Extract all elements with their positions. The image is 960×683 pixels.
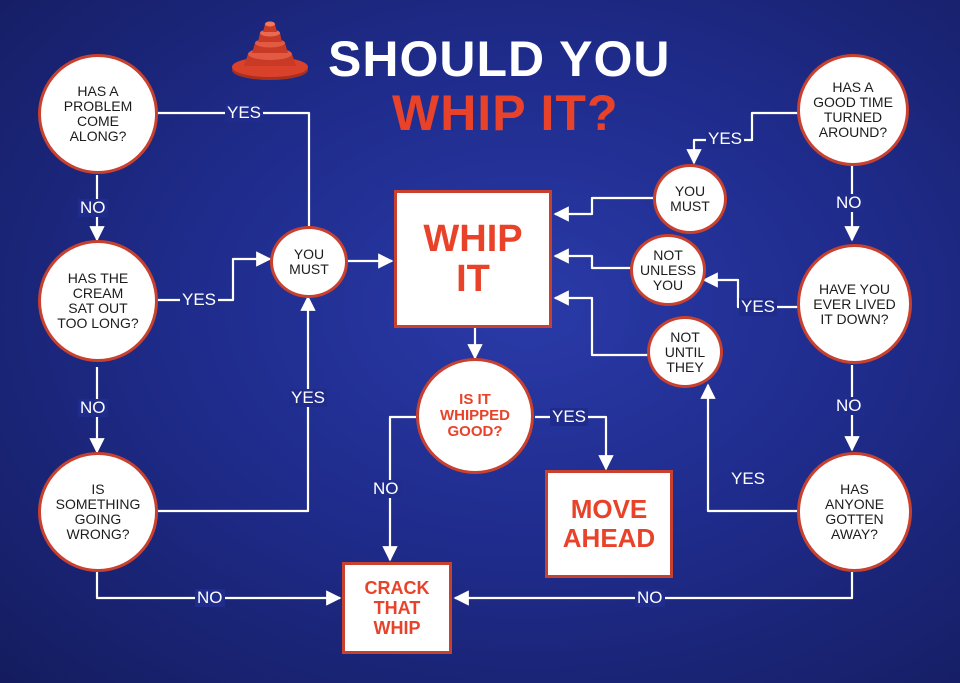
- label-yes-problem: YES: [225, 103, 264, 122]
- label-yes-lived: YES: [739, 297, 778, 316]
- question-whipped-node: IS IT WHIPPED GOOD?: [416, 358, 534, 474]
- label-yes-gotten: YES: [729, 469, 768, 488]
- not-until-text: NOT UNTIL THEY: [664, 328, 706, 375]
- not-until-node: NOT UNTIL THEY: [647, 316, 723, 388]
- question-gotten-text: HAS ANYONE GOTTEN AWAY?: [824, 481, 885, 542]
- you-must-right-text: YOU MUST: [670, 183, 710, 214]
- whip-it-box: WHIP IT: [394, 190, 552, 328]
- label-yes-cream: YES: [180, 290, 219, 309]
- connector-youmust-whip-right: [553, 196, 653, 222]
- question-cream-text: HAS THE CREAM SAT OUT TOO LONG?: [57, 270, 139, 331]
- label-yes-whipped: YES: [550, 407, 589, 426]
- connector-goodtime-yes: [686, 111, 798, 165]
- label-no-wrong: NO: [195, 588, 225, 607]
- question-good-time-text: HAS A GOOD TIME TURNED AROUND?: [813, 79, 893, 140]
- title-line-1: SHOULD YOU: [328, 31, 671, 87]
- question-problem-text: HAS A PROBLEM COME ALONG?: [63, 83, 133, 144]
- label-no-cream: NO: [78, 398, 108, 417]
- question-good-time-node: HAS A GOOD TIME TURNED AROUND?: [797, 54, 909, 166]
- move-ahead-text: MOVE AHEAD: [562, 494, 656, 553]
- energy-dome-hat-icon: [232, 21, 308, 80]
- whip-it-text: WHIP IT: [423, 218, 523, 300]
- question-lived-node: HAVE YOU EVER LIVED IT DOWN?: [797, 244, 912, 364]
- not-unless-node: NOT UNLESS YOU: [630, 234, 706, 306]
- you-must-left-node: YOU MUST: [270, 226, 348, 298]
- connector-wrong-no: [95, 572, 342, 606]
- connector-wrong-yes: [158, 295, 316, 513]
- label-yes-good-time: YES: [706, 129, 745, 148]
- not-unless-text: NOT UNLESS YOU: [639, 246, 697, 293]
- label-no-problem: NO: [78, 198, 108, 217]
- question-cream-node: HAS THE CREAM SAT OUT TOO LONG?: [38, 240, 158, 362]
- question-wrong-node: IS SOMETHING GOING WRONG?: [38, 452, 158, 572]
- connector-gotten-no: [453, 572, 854, 606]
- connector-whipped-no: [382, 415, 416, 562]
- question-whipped-text: IS IT WHIPPED GOOD?: [439, 391, 510, 440]
- crack-that-whip-box: CRACK THAT WHIP: [342, 562, 452, 654]
- crack-that-whip-text: CRACK THAT WHIP: [364, 578, 430, 638]
- connector-problem-yes: [153, 111, 311, 226]
- connector-notuntil-whip: [553, 290, 648, 357]
- label-no-good-time: NO: [834, 193, 864, 212]
- you-must-right-node: YOU MUST: [653, 164, 727, 234]
- move-ahead-box: MOVE AHEAD: [545, 470, 673, 578]
- question-lived-text: HAVE YOU EVER LIVED IT DOWN?: [813, 280, 896, 327]
- question-gotten-node: HAS ANYONE GOTTEN AWAY?: [797, 452, 912, 572]
- connector-gotten-yes: [700, 383, 797, 513]
- question-wrong-text: IS SOMETHING GOING WRONG?: [55, 481, 141, 542]
- label-yes-wrong: YES: [289, 388, 328, 407]
- label-no-whipped: NO: [371, 479, 401, 498]
- label-no-gotten: NO: [635, 588, 665, 607]
- label-no-lived: NO: [834, 396, 864, 415]
- title-line-2: WHIP IT?: [392, 85, 619, 141]
- you-must-left-text: YOU MUST: [289, 246, 329, 277]
- connector-notunless-whip: [553, 248, 632, 270]
- question-problem-node: HAS A PROBLEM COME ALONG?: [38, 54, 158, 174]
